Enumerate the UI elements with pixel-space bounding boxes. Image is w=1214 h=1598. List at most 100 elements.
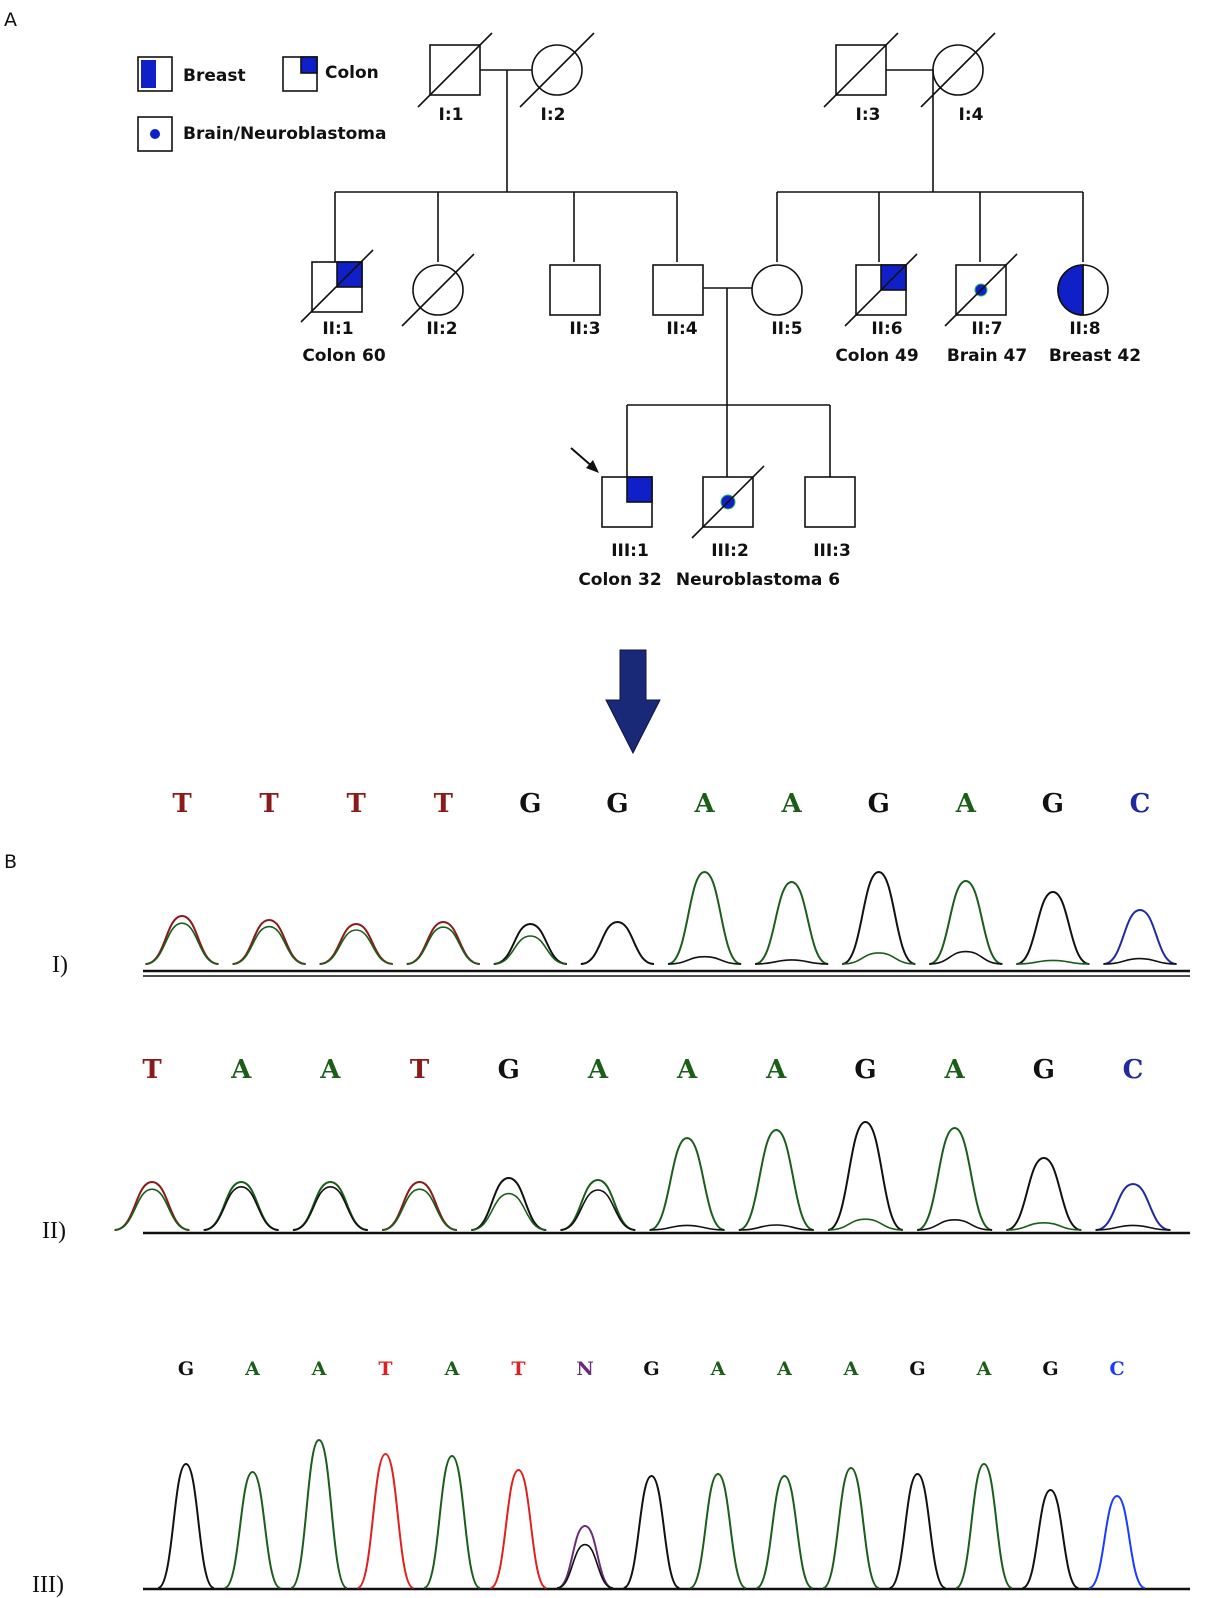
chromatogram-secondary-peak: [556, 1543, 614, 1589]
chromatogram-peak: [490, 1468, 547, 1589]
chromatogram-peak: [689, 1472, 747, 1589]
chromatogram-secondary-peak: [917, 1218, 993, 1231]
base-call-letter: A: [976, 1358, 992, 1380]
chromatogram-secondary-peak: [232, 925, 306, 965]
trace-label-2: II): [42, 1218, 66, 1244]
legend-colon-label: Colon: [325, 63, 379, 83]
base-call-letter: A: [955, 789, 977, 819]
base-call-letter: T: [511, 1358, 525, 1380]
base-call-letter: G: [606, 789, 628, 819]
pedigree-individual-ii7: [944, 253, 1018, 327]
chromatogram-peak: [1016, 890, 1090, 965]
base-call-letter: G: [1042, 789, 1064, 819]
chromatogram-peak: [1088, 1494, 1146, 1589]
chromatogram-secondary-peak: [827, 1218, 903, 1231]
chromatogram-secondary-peak: [114, 1188, 190, 1231]
chromatogram-secondary-peak: [929, 950, 1003, 965]
chromatogram-peak: [754, 880, 829, 965]
base-call-letter: G: [1033, 1055, 1055, 1085]
chromatogram-peak: [928, 879, 1003, 965]
down-arrow-icon: [605, 649, 661, 755]
chromatogram-peak: [290, 1438, 348, 1589]
legend-breast-symbol: [137, 56, 173, 92]
base-call-letter: T: [347, 789, 367, 819]
panel-label-b: B: [4, 851, 17, 873]
base-call-letter: A: [710, 1358, 726, 1380]
label-ii5: II:5: [771, 319, 802, 339]
base-call-letter: A: [444, 1358, 460, 1380]
label-ii2: II:2: [426, 319, 457, 339]
legend-breast-label: Breast: [183, 66, 246, 86]
chromatogram-peak: [423, 1454, 481, 1589]
chromatogram-peak: [841, 870, 916, 965]
chromatogram-peak: [203, 1180, 279, 1231]
chromatogram-peak: [114, 1180, 190, 1231]
base-call-letter: A: [244, 1358, 260, 1380]
pedigree-individual-ii6: [844, 253, 918, 327]
chromatogram-peak: [756, 1474, 813, 1589]
chromatogram-peak: [822, 1466, 880, 1589]
label-ii6: II:6: [871, 319, 902, 339]
base-call-letter: A: [693, 789, 715, 819]
chromatogram-secondary-peak: [406, 926, 480, 965]
label-i2: I:2: [541, 105, 566, 125]
base-call-letter: A: [776, 1358, 792, 1380]
base-call-letter: T: [434, 789, 454, 819]
chromatogram-secondary-peak: [471, 1192, 547, 1231]
chromatogram-peak: [560, 1178, 636, 1231]
chromatogram-peak: [319, 922, 393, 965]
pedigree-individual-ii4: [652, 264, 704, 316]
label-iii3: III:3: [813, 541, 851, 561]
chromatogram-peak: [1103, 908, 1177, 965]
base-call-letter: G: [519, 789, 541, 819]
pedigree-individual-i4: [920, 32, 996, 108]
chromatogram-peak: [580, 920, 655, 965]
label-ii8: II:8: [1069, 319, 1100, 339]
base-call-letter: T: [410, 1055, 430, 1085]
legend: [137, 56, 318, 152]
chromatogram-secondary-peak: [667, 955, 742, 965]
pedigree-individual-i2: [519, 32, 595, 108]
chromatogram-peak: [357, 1452, 414, 1589]
chromatogram-secondary-peak: [738, 1224, 814, 1231]
base-call-letter: A: [843, 1358, 859, 1380]
base-call-letter: T: [259, 789, 279, 819]
chromatogram-secondary-peak: [649, 1224, 725, 1231]
base-call-letter: G: [1042, 1358, 1058, 1380]
base-call-letter: A: [781, 789, 803, 819]
chromatogram-peak: [471, 1176, 547, 1231]
label-iii2: III:2: [711, 541, 749, 561]
base-call-letter: N: [576, 1358, 593, 1380]
base-call-letter: A: [676, 1055, 698, 1085]
base-call-letter: A: [311, 1358, 327, 1380]
base-call-letter: C: [1130, 789, 1151, 819]
chromatogram-peak: [667, 870, 742, 965]
label-ii4: II:4: [666, 319, 697, 339]
chromatogram-secondary-peak: [319, 929, 393, 965]
chromatogram-peak: [1095, 1182, 1171, 1231]
proband-arrow: [570, 447, 599, 473]
chromatogram-peak: [224, 1470, 281, 1589]
label-ii1: II:1: [322, 319, 353, 339]
chromatogram-peak: [493, 922, 568, 965]
legend-colon-symbol: [282, 56, 318, 92]
base-call-letter: A: [319, 1055, 341, 1085]
panel-label-a: A: [4, 9, 17, 31]
chromatogram-secondary-peak: [292, 1185, 368, 1231]
pedigree-individual-ii3: [549, 264, 601, 316]
label-ii8-dx: Breast 42: [1049, 346, 1141, 366]
legend-brain-symbol: [137, 116, 173, 152]
base-call-letter: G: [643, 1358, 659, 1380]
chromatogram-secondary-peak: [1095, 1224, 1171, 1231]
label-iii2-dx: Neuroblastoma 6: [676, 570, 840, 590]
chromatogram-peak: [232, 918, 306, 965]
base-call-letter: G: [868, 789, 890, 819]
chromatogram-peak: [157, 1462, 215, 1589]
base-call-letter: C: [1109, 1358, 1124, 1380]
chromatogram-secondary-peak: [1016, 959, 1090, 965]
base-call-letter: G: [854, 1055, 876, 1085]
base-call-letter: A: [765, 1055, 787, 1085]
